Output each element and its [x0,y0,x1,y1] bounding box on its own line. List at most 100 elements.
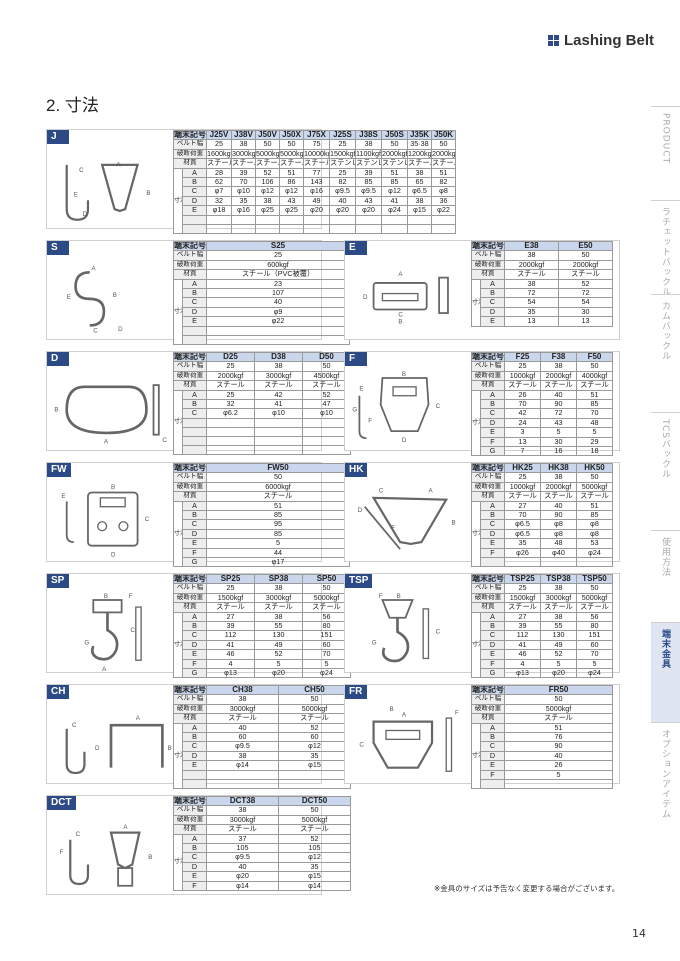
table-cell: 49 [540,639,577,651]
svg-text:C: C [359,741,364,748]
table-cell: J25S [329,129,356,141]
table-cell: D [480,306,505,318]
table-row: 寸法A273856 [471,611,613,679]
svg-text:E: E [61,493,65,500]
table-cell: F25 [504,351,541,363]
panel-tag: S [47,241,69,255]
table-cell: ベルト幅 [173,583,207,594]
table-cell: 材質 [471,713,505,724]
table-cell: B [182,843,207,854]
table-cell: φ6.5 [504,528,541,540]
svg-text:B: B [148,854,152,861]
table-cell: 端末記号 [173,351,207,363]
table-cell [279,223,304,234]
table-cell [254,435,303,446]
table-cell: 材質 [471,380,505,391]
table-cell: ベルト幅 [173,472,207,483]
table-cell: ステンレス [329,158,356,169]
table-cell: 50 [381,139,408,150]
side-tab-label: TCSバックル [660,419,670,479]
side-tab-2[interactable]: カムバックル [651,294,680,412]
table-cell: φ16 [231,205,256,216]
svg-text:G: G [372,639,377,646]
table-cell: 80 [576,621,613,632]
table-cell: 5 [576,427,613,438]
table-cell: 51 [206,500,350,512]
table-cell: 5 [504,769,613,781]
table-cell: 1500kgf [329,148,356,160]
table-cell: 143 [303,177,330,188]
table-cell: 25 [206,139,232,150]
brand-logo: Lashing Belt [548,32,654,49]
table-cell: 寸法 [471,389,481,457]
table-cell: 破断荷重 [173,481,207,493]
panel-fr: FRABCF端末記号FR50ベルト幅50破断荷重5000kgf材質スチール寸法A… [344,684,620,790]
table-cell: ベルト幅 [471,361,505,372]
svg-text:F: F [455,710,459,717]
side-tab-5[interactable]: 端末金具 [651,622,680,722]
table-cell: φ12 [381,186,408,197]
page-number: 14 [632,927,646,940]
table-cell: φ9.5 [329,186,356,197]
table-cell: φ9.5 [206,741,279,752]
table-cell: 破断荷重 [471,481,505,493]
table-cell: 40 [206,297,350,308]
side-tab-6[interactable]: オプションアイテム [651,722,680,854]
side-tab-0[interactable]: PRODUCT [651,106,680,200]
section-title: 2. 寸法 [46,96,99,115]
table-cell: 2000kgf [431,148,456,160]
table-cell: 端末記号 [173,240,207,252]
table-cell: 5000kgf [278,703,351,715]
svg-text:C: C [379,488,384,495]
table-cell: 85 [206,528,350,540]
table-cell: F [480,436,505,448]
table-cell: φ12 [279,186,304,197]
table-cell [206,778,279,789]
table-cell: 44 [206,547,350,559]
table-cell: 3000kgf [540,592,577,604]
table-row [472,557,613,568]
table-cell: 寸法 [173,833,183,892]
table-cell: 13 [558,316,613,327]
svg-text:B: B [390,706,394,713]
table-row [174,214,456,225]
table-cell [381,223,408,234]
table-cell: 85 [576,510,613,521]
table-cell: 18 [576,446,613,457]
table-cell: 4000kgf [576,370,613,382]
svg-text:B: B [146,190,150,197]
side-tab-3[interactable]: TCSバックル [651,412,680,530]
svg-text:D: D [111,551,116,558]
table-cell: 50 [278,805,351,816]
table-cell: 端末記号 [471,240,505,252]
table-cell: A [182,278,207,290]
svg-text:A: A [104,439,109,446]
table-cell: 38 [504,250,559,261]
table-cell: スチール [540,491,577,502]
svg-text:B: B [397,593,401,600]
table-row: 破断荷重1600kgf3000kgf5000kgf5000kgf10000kgf… [173,148,456,160]
table-cell: φ14 [206,760,279,771]
table-cell: 3000kgf [231,148,256,160]
side-tab-1[interactable]: ラチェットバックル [651,200,680,297]
table-cell: スチール [540,602,577,613]
table-cell: 52 [558,278,613,290]
side-tab-4[interactable]: 使用方法 [651,530,680,622]
table-cell: 端末記号 [471,573,505,585]
table-cell: F [182,880,207,892]
table-cell: A [480,722,505,734]
table-cell: C [182,741,207,752]
